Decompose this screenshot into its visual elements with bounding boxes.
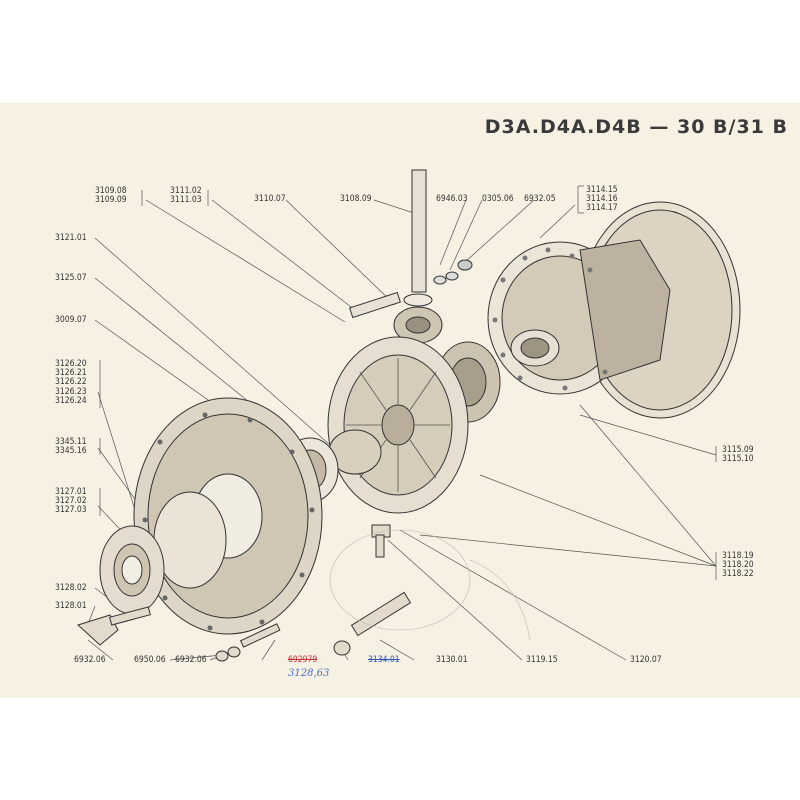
part-number: 3119.15 xyxy=(526,655,558,665)
part-number: 6932.06 xyxy=(175,655,207,665)
label-group-3111: 3111.02 3111.03 xyxy=(170,186,202,206)
part-number: 3125.07 xyxy=(55,273,87,283)
part-number: 3108.09 xyxy=(340,194,372,204)
part-number: 3115.10 xyxy=(722,454,754,465)
handwritten-correction: 3128,63 xyxy=(288,668,330,679)
page-header: D3A.D4A.D4B — 30 B/31 B xyxy=(484,116,788,138)
label-group-3109: 3109.08 3109.09 xyxy=(95,186,127,206)
struck-part-number: 3134.01 xyxy=(368,655,400,665)
part-number: 3118.19 xyxy=(722,551,754,561)
part-number: 3345.11 xyxy=(55,437,87,447)
part-number: 6932.05 xyxy=(524,194,556,204)
part-number: 3127.02 xyxy=(55,496,87,507)
part-number: 3126.22 xyxy=(55,377,87,388)
label-group-3114: 3114.15 3114.16 3114.17 xyxy=(586,185,618,214)
part-number: 3110.07 xyxy=(254,194,286,204)
part-number: 3009.07 xyxy=(55,315,87,325)
part-number: 3114.15 xyxy=(586,185,618,195)
label-group-3118: 3118.19 3118.20 3118.22 xyxy=(722,551,754,580)
part-number: 3121.01 xyxy=(55,233,87,243)
part-number: 3120.07 xyxy=(630,655,662,665)
part-number: 3130.01 xyxy=(436,655,468,665)
part-number: 3115.09 xyxy=(722,445,754,455)
part-number: 3345.16 xyxy=(55,446,87,457)
part-number: 3126.21 xyxy=(55,368,87,379)
part-number: 3111.03 xyxy=(170,195,202,206)
part-number: 6950.06 xyxy=(134,655,166,665)
part-number: 3127.03 xyxy=(55,505,87,516)
part-number: 3118.20 xyxy=(722,560,754,571)
label-group-3345: 3345.11 3345.16 xyxy=(55,437,87,457)
label-group-3115: 3115.09 3115.10 xyxy=(722,445,754,465)
part-number: 3109.09 xyxy=(95,195,127,206)
label-group-3127: 3127.01 3127.02 3127.03 xyxy=(55,487,87,516)
part-number: 3111.02 xyxy=(170,186,202,196)
struck-part-number: 692979 xyxy=(288,655,318,665)
part-number: 0305.06 xyxy=(482,194,514,204)
part-number: 3128.01 xyxy=(55,601,87,611)
part-number: 3126.20 xyxy=(55,359,87,369)
label-group-3126: 3126.20 3126.21 3126.22 3126.23 3126.24 xyxy=(55,359,87,406)
part-number: 6932.06 xyxy=(74,655,106,665)
part-number: 6946.03 xyxy=(436,194,468,204)
part-number: 3126.23 xyxy=(55,386,87,397)
part-number: 3118.22 xyxy=(722,569,754,580)
part-number: 3126.24 xyxy=(55,395,87,406)
part-number: 3109.08 xyxy=(95,186,127,196)
part-number: 3114.16 xyxy=(586,194,618,205)
part-number: 3127.01 xyxy=(55,487,87,497)
part-number: 3114.17 xyxy=(586,203,618,214)
part-number: 3128.02 xyxy=(55,583,87,593)
